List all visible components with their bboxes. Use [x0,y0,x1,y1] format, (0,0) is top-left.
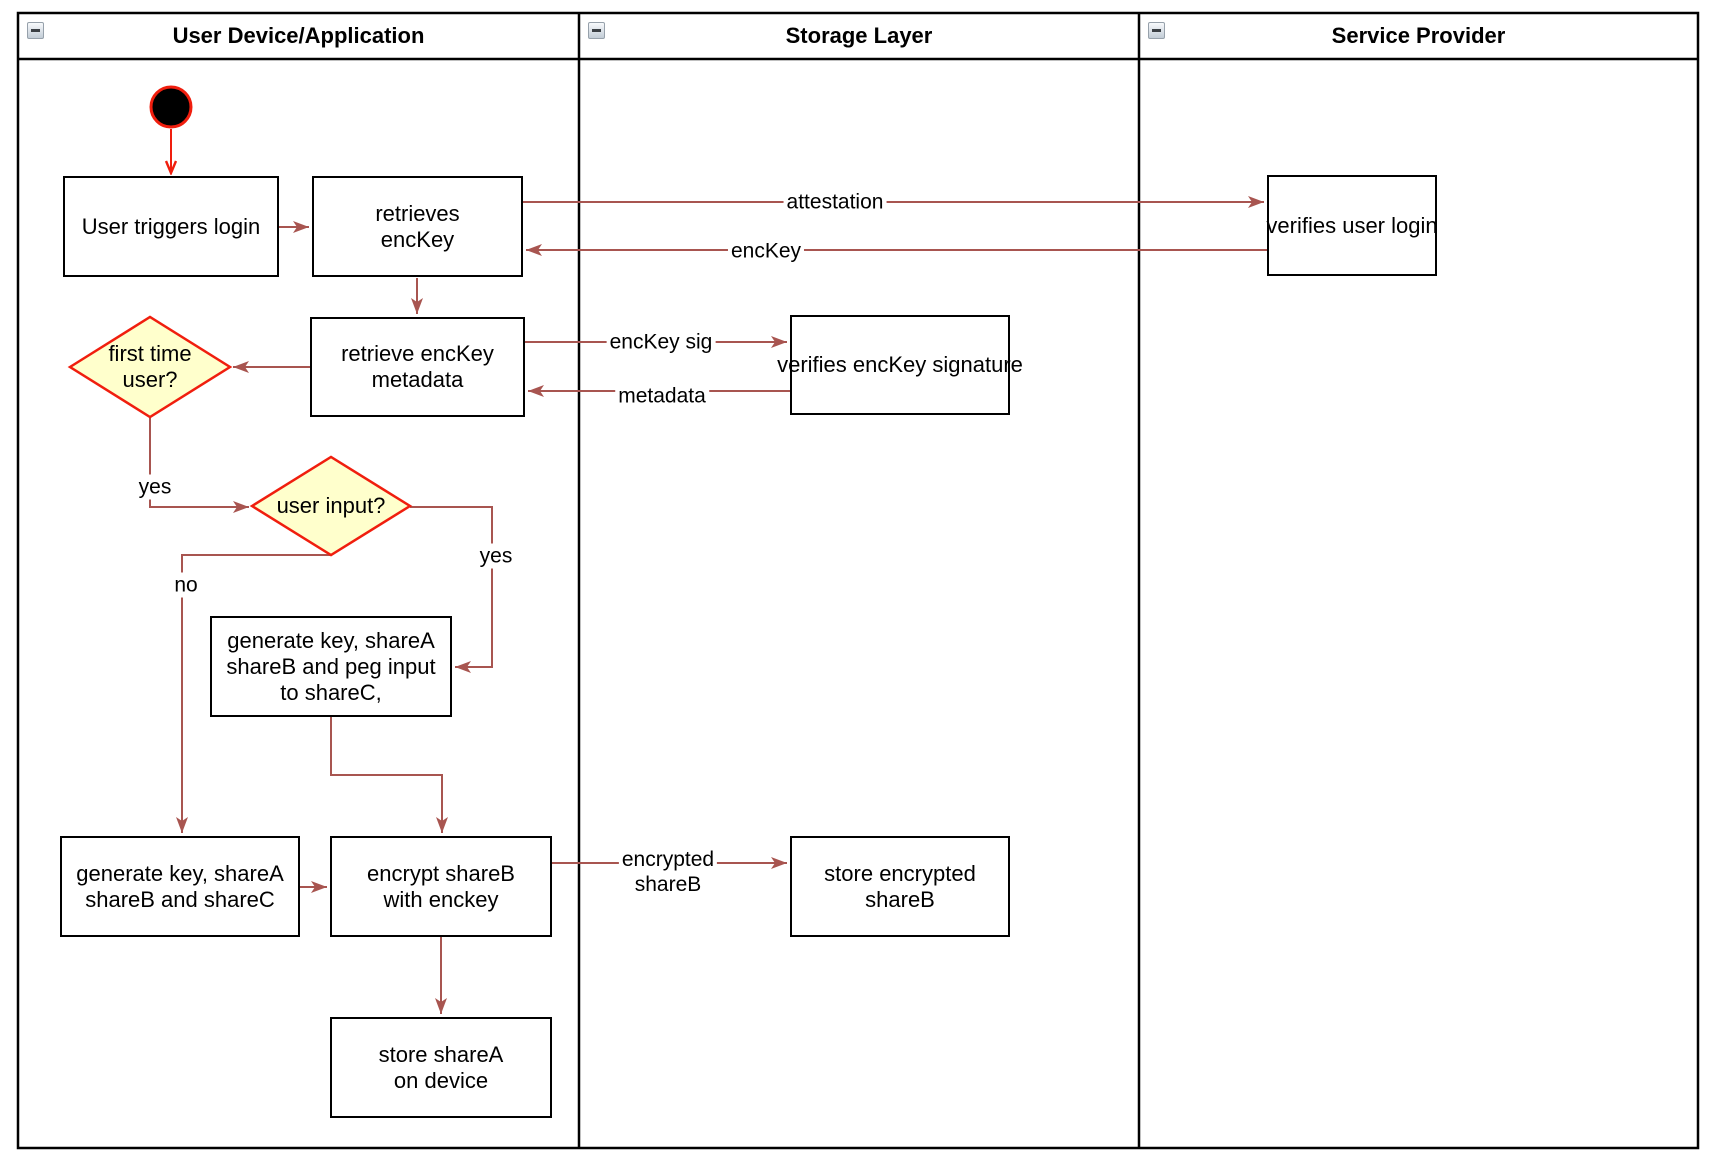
node-text-line: store encrypted [824,860,976,886]
label-yes-first-time[interactable]: yes [135,474,175,500]
node-text-line: shareB and peg input [226,653,436,679]
node-text-line: with enckey [383,886,499,912]
connector-user-input-yes[interactable] [410,506,493,673]
collapse-minus-icon[interactable] [27,22,44,39]
connector-user-input-no[interactable] [176,554,331,833]
node-text-line: shareB [865,886,935,912]
lane-service-provider-title: Service Provider [1331,23,1506,48]
edge-label-line: metadata [618,384,706,408]
node-text-line: shareB and shareC [85,886,275,912]
label-yes-user-input[interactable]: yes [476,543,516,569]
lane-storage-layer-title: Storage Layer [785,23,933,48]
edge-label-line: yes [479,544,513,568]
verifies-enckey-signature[interactable]: verifies encKey signature [777,315,1023,415]
node-text-line: to shareC, [280,679,382,705]
first-time-user-decision-shape [67,315,233,419]
node-text-line: user input? [276,493,386,518]
minus-glyph [31,29,40,32]
node-text-line: store shareA [378,1041,504,1067]
minus-glyph [1152,29,1161,32]
node-text-line: on device [393,1067,489,1093]
node-text-line: generate key, shareA [227,627,435,653]
lane-user-device-application-title: User Device/Application [172,23,425,48]
lane-storage-layer-header[interactable]: Storage Layer [579,13,1139,59]
minus-glyph [592,29,601,32]
node-text-line: encKey [380,226,455,252]
label-enckey[interactable]: encKey [727,238,805,264]
node-text-line: verifies encKey signature [777,352,1023,377]
collapse-minus-icon[interactable] [1148,22,1165,39]
label-metadata[interactable]: metadata [615,383,709,409]
node-text-line: retrieve encKey [341,341,494,366]
node-text-line: retrieves [375,200,460,226]
label-no[interactable]: no [171,572,201,598]
node-text-line: first time [108,341,192,366]
edge-label-line: no [174,573,198,597]
edge-label-line: encKey [730,239,802,263]
label-attestation[interactable]: attestation [783,189,887,215]
label-enckey-sig[interactable]: encKey sig [606,329,716,355]
node-text-line: metadata [371,367,464,392]
lane-service-provider-header[interactable]: Service Provider [1139,13,1698,59]
swimlane-outer-border [16,11,1700,1150]
edge-label-line: attestation [786,190,884,214]
node-text-line: user? [122,367,178,392]
edge-label-line: encKey sig [609,330,713,354]
edge-label-line: encrypted [621,848,715,871]
edge-label-line: yes [138,475,172,499]
user-triggers-login[interactable]: User triggers login [63,176,279,277]
node-text-line: encrypt shareB [367,860,515,886]
node-text-line: generate key, shareA [76,860,284,886]
start-node[interactable] [149,85,193,129]
edge-label-line: shareB [634,873,702,896]
verifies-user-login[interactable]: verifies user login [1266,175,1438,276]
lane-user-device-application-header[interactable]: User Device/Application [18,13,579,59]
connector-first-time-yes[interactable] [149,417,249,513]
user-input-decision[interactable]: user input? [252,457,410,555]
collapse-minus-icon[interactable] [588,22,605,39]
user-input-decision-shape [249,455,413,557]
connector-peg-input-to-encrypt[interactable] [330,717,448,833]
node-text-line: verifies user login [1266,212,1438,238]
node-text-line: User triggers login [81,213,261,239]
